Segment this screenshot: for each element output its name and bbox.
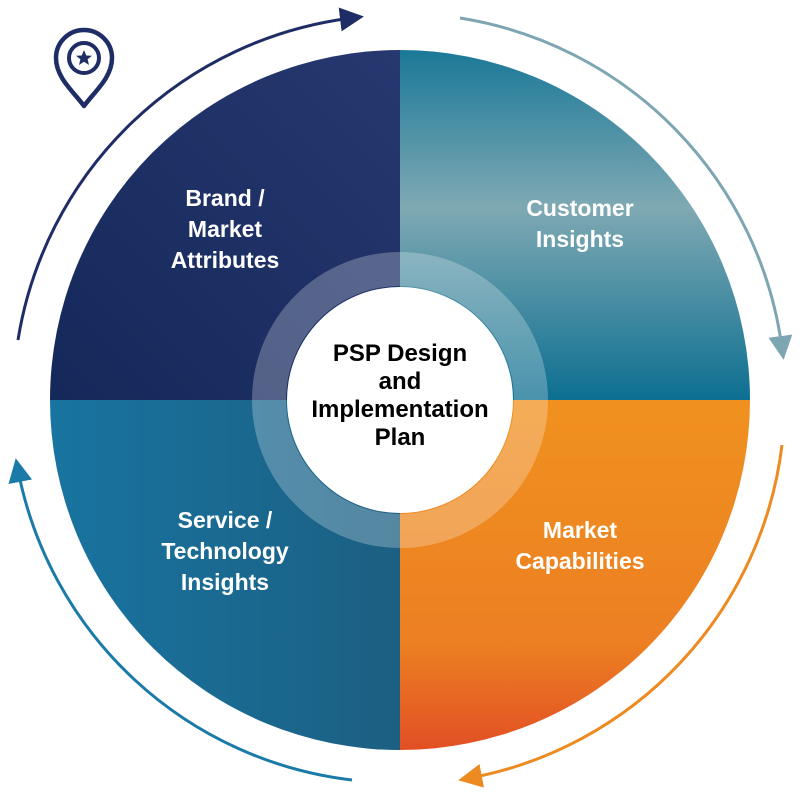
label-line: Insights	[535, 226, 625, 252]
center-disk	[287, 287, 513, 513]
center-line: Implementation	[311, 396, 489, 423]
center-line: Plan	[374, 424, 426, 451]
arrow-top-right	[459, 16, 793, 360]
quadrant-bottom-right	[400, 400, 750, 750]
inner-ring	[252, 252, 548, 548]
label-line: Brand /	[185, 185, 265, 211]
quadrant-top-left	[50, 50, 400, 400]
label-line: Capabilities	[515, 548, 645, 574]
label-line: Insights	[180, 569, 270, 595]
arrow-top-left	[16, 7, 364, 341]
label-market-capabilities: Market Capabilities	[500, 515, 660, 577]
label-line: Service /	[177, 507, 273, 533]
center-line: PSP Design	[332, 340, 468, 367]
label-line: Customer	[526, 195, 634, 221]
label-service-technology-insights: Service / Technology Insights	[135, 505, 315, 598]
label-brand-market-attributes: Brand / Market Attributes	[145, 183, 305, 276]
center-line: and	[378, 368, 422, 395]
label-line: Technology	[161, 538, 289, 564]
location-pin-star-icon	[53, 27, 115, 109]
label-line: Market	[187, 216, 263, 242]
quadrant-top-right	[400, 50, 750, 400]
center-title: PSP Design and Implementation Plan	[300, 340, 500, 452]
label-line: Market	[542, 517, 618, 543]
arrow-bottom-left	[8, 458, 353, 782]
label-customer-insights: Customer Insights	[500, 193, 660, 255]
arrow-bottom-right	[458, 444, 784, 788]
label-line: Attributes	[170, 247, 280, 273]
quadrant-bottom-left	[50, 400, 400, 750]
